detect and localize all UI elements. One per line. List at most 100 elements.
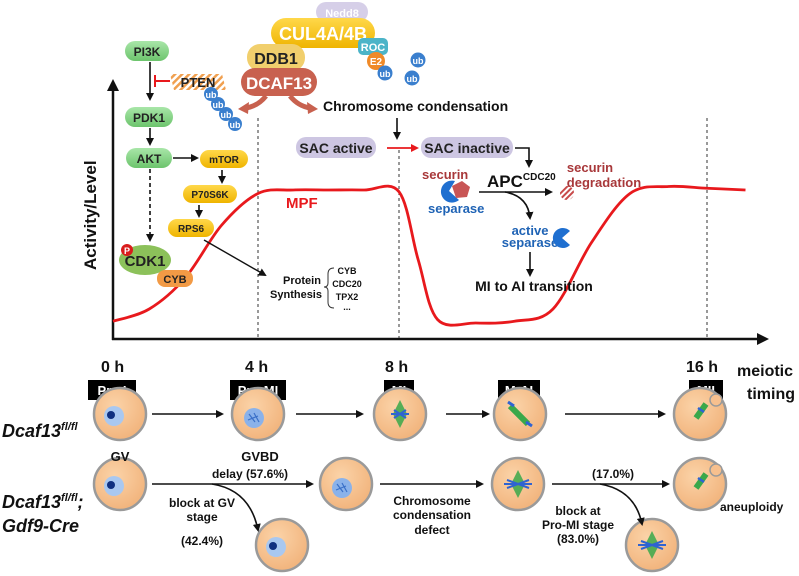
ub-circle: ub: [219, 107, 233, 121]
pdk1-pill: PDK1: [125, 107, 173, 127]
oocyte-control-gvbd: [230, 386, 286, 442]
ub-circle: ub: [211, 97, 225, 111]
separase-label: separase: [428, 201, 484, 216]
polar-body: [709, 463, 723, 477]
oocyte-mutant-gvbd: [318, 456, 374, 512]
protein-item: CYB: [337, 266, 357, 276]
protein-synthesis-brace: [323, 267, 335, 309]
chromosome-condensation-label: Chromosome condensation: [323, 98, 508, 114]
cdk1-complex: CDK1 CYB P: [119, 244, 193, 287]
degraded-securin-icon: [560, 186, 574, 200]
svg-text:CUL4A/4B: CUL4A/4B: [279, 24, 367, 44]
oocyte-mutant-gv: [92, 456, 148, 512]
mpf-label: MPF: [286, 195, 318, 212]
svg-text:SAC inactive: SAC inactive: [424, 140, 510, 156]
svg-text:DCAF13: DCAF13: [246, 74, 312, 93]
condensation-defect-label-1: Chromosome: [393, 494, 471, 508]
svg-text:ub: ub: [407, 74, 418, 84]
row-label-control-text: Dcaf13: [2, 421, 61, 441]
svg-text:ub: ub: [213, 100, 224, 110]
p70s6k-pill: P70S6K: [183, 185, 237, 203]
ub-circle: ub: [204, 87, 218, 101]
chromosomes: [504, 479, 532, 489]
oocyte-mutant-aneuploid: [672, 456, 728, 512]
oocyte-mutant-blocked-gv: [254, 517, 310, 573]
x-axis-label-2: timing: [747, 386, 795, 403]
active-separase-label-2: separase: [502, 235, 558, 250]
block-gv-label-2: stage: [186, 510, 218, 524]
ub-circle: ub: [377, 65, 393, 81]
ub-circle: ub: [404, 70, 420, 86]
tick-16h: 16 h: [686, 359, 718, 376]
nedd8-pill: Nedd8: [316, 2, 368, 22]
phospho-badge: [121, 244, 133, 256]
securin-degradation-label-1: securin: [567, 160, 613, 175]
ub-circle: ub: [228, 117, 242, 131]
arrow-block-gv: [211, 483, 261, 532]
rps6-pill: RPS6: [168, 219, 214, 237]
chromosomes: [507, 400, 533, 428]
svg-text:ub: ub: [221, 110, 232, 120]
svg-text:SAC active: SAC active: [299, 140, 372, 156]
condensation-defect-label-2: condensation: [393, 508, 471, 522]
cul4-pill: CUL4A/4B: [271, 18, 375, 48]
oocyte-mutant-blocked-promi: [624, 517, 680, 573]
dcaf13-arrow-left-head: [238, 102, 249, 114]
block-gv-label-3: (42.4%): [181, 534, 223, 548]
svg-text:E2: E2: [370, 57, 383, 68]
dcaf13-arrow-right-head: [307, 102, 318, 114]
gvbd-label: GVBD: [241, 449, 279, 464]
svg-text:PDK1: PDK1: [133, 111, 165, 125]
svg-text:ub: ub: [206, 90, 217, 100]
e2-circle: E2: [367, 52, 385, 70]
chromosomes: [335, 482, 348, 493]
block-promi-label-2: Pro-MI stage: [542, 518, 614, 532]
protein-synthesis-label-2: Synthesis: [270, 289, 322, 301]
protein-item: TPX2: [336, 292, 359, 302]
securin-separase-complex: [440, 180, 470, 203]
arrow-rps6-protein-synthesis: [203, 239, 267, 276]
block-promi-label-3: (83.0%): [557, 532, 599, 546]
svg-text:RPS6: RPS6: [178, 224, 205, 235]
row-label-mutant-suffix: ;: [78, 492, 84, 512]
x-axis-label-1: meiotic: [737, 363, 793, 380]
svg-text:ub: ub: [380, 69, 391, 79]
roc-pill: ROC: [358, 38, 388, 55]
condensation-defect-label-3: defect: [414, 523, 449, 537]
svg-text:ub: ub: [413, 56, 424, 66]
chromosomes: [638, 540, 666, 550]
delay-label: delay (57.6%): [212, 467, 288, 481]
gv-label: GV: [111, 449, 130, 464]
sac-active-pill: SAC active: [296, 137, 376, 158]
ddb1-pill: DDB1: [247, 44, 305, 71]
cyb-pill: [157, 270, 193, 287]
arrow-block-promi: [599, 483, 645, 526]
chromosomes: [247, 412, 260, 423]
oocyte-control-m-ai: [492, 386, 548, 442]
svg-text:PI3K: PI3K: [134, 45, 161, 59]
securin-shape: [452, 181, 470, 198]
pct-17-label: (17.0%): [592, 467, 634, 481]
tick-8h: 8 h: [385, 359, 408, 376]
block-gv-label-1: block at GV: [169, 496, 235, 510]
pi3k-pill: PI3K: [125, 41, 169, 61]
nucleolus: [107, 411, 115, 419]
mi-to-ai-transition-label: MI to AI transition: [475, 278, 593, 294]
protein-item: CDC20: [332, 279, 362, 289]
svg-text:ROC: ROC: [361, 42, 386, 54]
row-label-mutant-2: Gdf9-Cre: [2, 516, 79, 536]
arrow-apc-active-separase: [504, 191, 534, 220]
row-label-mutant-text: Dcaf13: [2, 492, 61, 512]
ub-circle: ub: [410, 52, 426, 68]
mpf-curve: [112, 184, 746, 327]
separase-shape: [440, 180, 459, 203]
svg-text:CDK1: CDK1: [125, 253, 166, 270]
nucleolus: [269, 542, 277, 550]
svg-text:DDB1: DDB1: [254, 51, 298, 68]
nucleolus: [107, 481, 115, 489]
mtor-pill: mTOR: [200, 150, 248, 168]
active-separase-icon: [552, 227, 570, 248]
svg-text:ub: ub: [230, 120, 241, 130]
sac-inactive-pill: SAC inactive: [421, 137, 513, 158]
